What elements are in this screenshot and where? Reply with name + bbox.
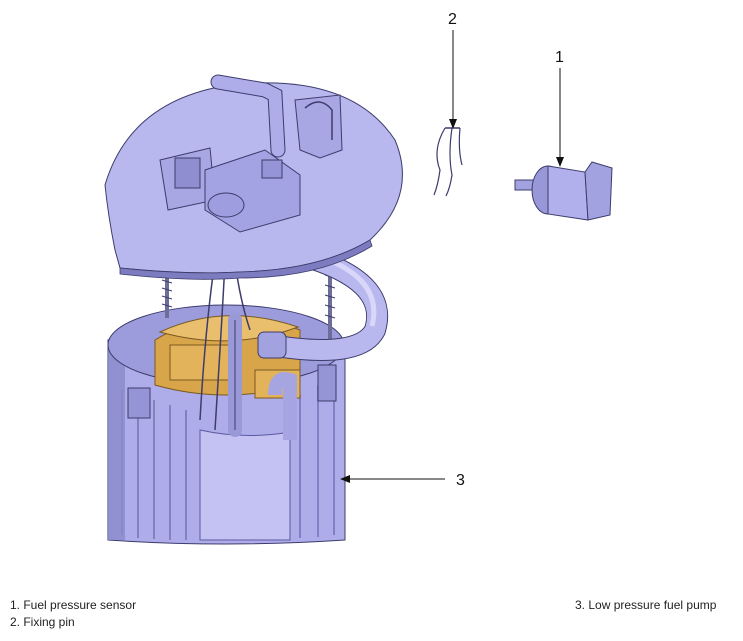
callout-2: 2 bbox=[448, 11, 457, 28]
fuel-pressure-sensor-drawing bbox=[514, 161, 613, 221]
pump-clip-right bbox=[317, 364, 337, 402]
fuel-pump-exploded-diagram: 1 2 3 bbox=[104, 11, 613, 545]
sensor-connector bbox=[584, 161, 613, 221]
pump-return-tube bbox=[268, 372, 297, 440]
pump-clip-left bbox=[127, 387, 151, 419]
sensor-body bbox=[547, 165, 589, 221]
fuel-hose-fill bbox=[260, 245, 388, 360]
flange-bracket-loop bbox=[304, 101, 333, 140]
flange-bracket bbox=[294, 94, 343, 159]
legend-left: 1. Fuel pressure sensor 2. Fixing pin bbox=[10, 597, 136, 631]
low-pressure-fuel-pump-drawing bbox=[107, 304, 346, 545]
flange-round-port bbox=[207, 192, 245, 218]
leader-1 bbox=[556, 68, 564, 167]
flange-small-port bbox=[261, 159, 283, 179]
hose-connector bbox=[257, 331, 287, 359]
legend-item-low-pressure-fuel-pump: 3. Low pressure fuel pump bbox=[575, 598, 717, 612]
fixing-pin-drawing bbox=[433, 127, 463, 197]
pump-left-shadow bbox=[108, 340, 125, 540]
callout-1: 1 bbox=[555, 49, 564, 66]
flange-edge-shadow bbox=[119, 239, 373, 280]
pump-flange bbox=[104, 74, 403, 280]
leader-3 bbox=[340, 475, 445, 483]
legend-item-fuel-pressure-sensor: 1. Fuel pressure sensor bbox=[10, 598, 137, 612]
pump-front-panel bbox=[199, 429, 291, 541]
legend-item-fixing-pin: 2. Fixing pin bbox=[10, 615, 75, 629]
callout-3: 3 bbox=[456, 472, 465, 489]
leader-2 bbox=[449, 30, 457, 129]
legend-right: 3. Low pressure fuel pump bbox=[575, 597, 716, 614]
sensor-stub bbox=[514, 179, 534, 191]
pump-yellow-block bbox=[169, 344, 231, 381]
flange-outlet-pipe-fill bbox=[211, 75, 285, 157]
electrical-connector-socket bbox=[174, 157, 201, 189]
